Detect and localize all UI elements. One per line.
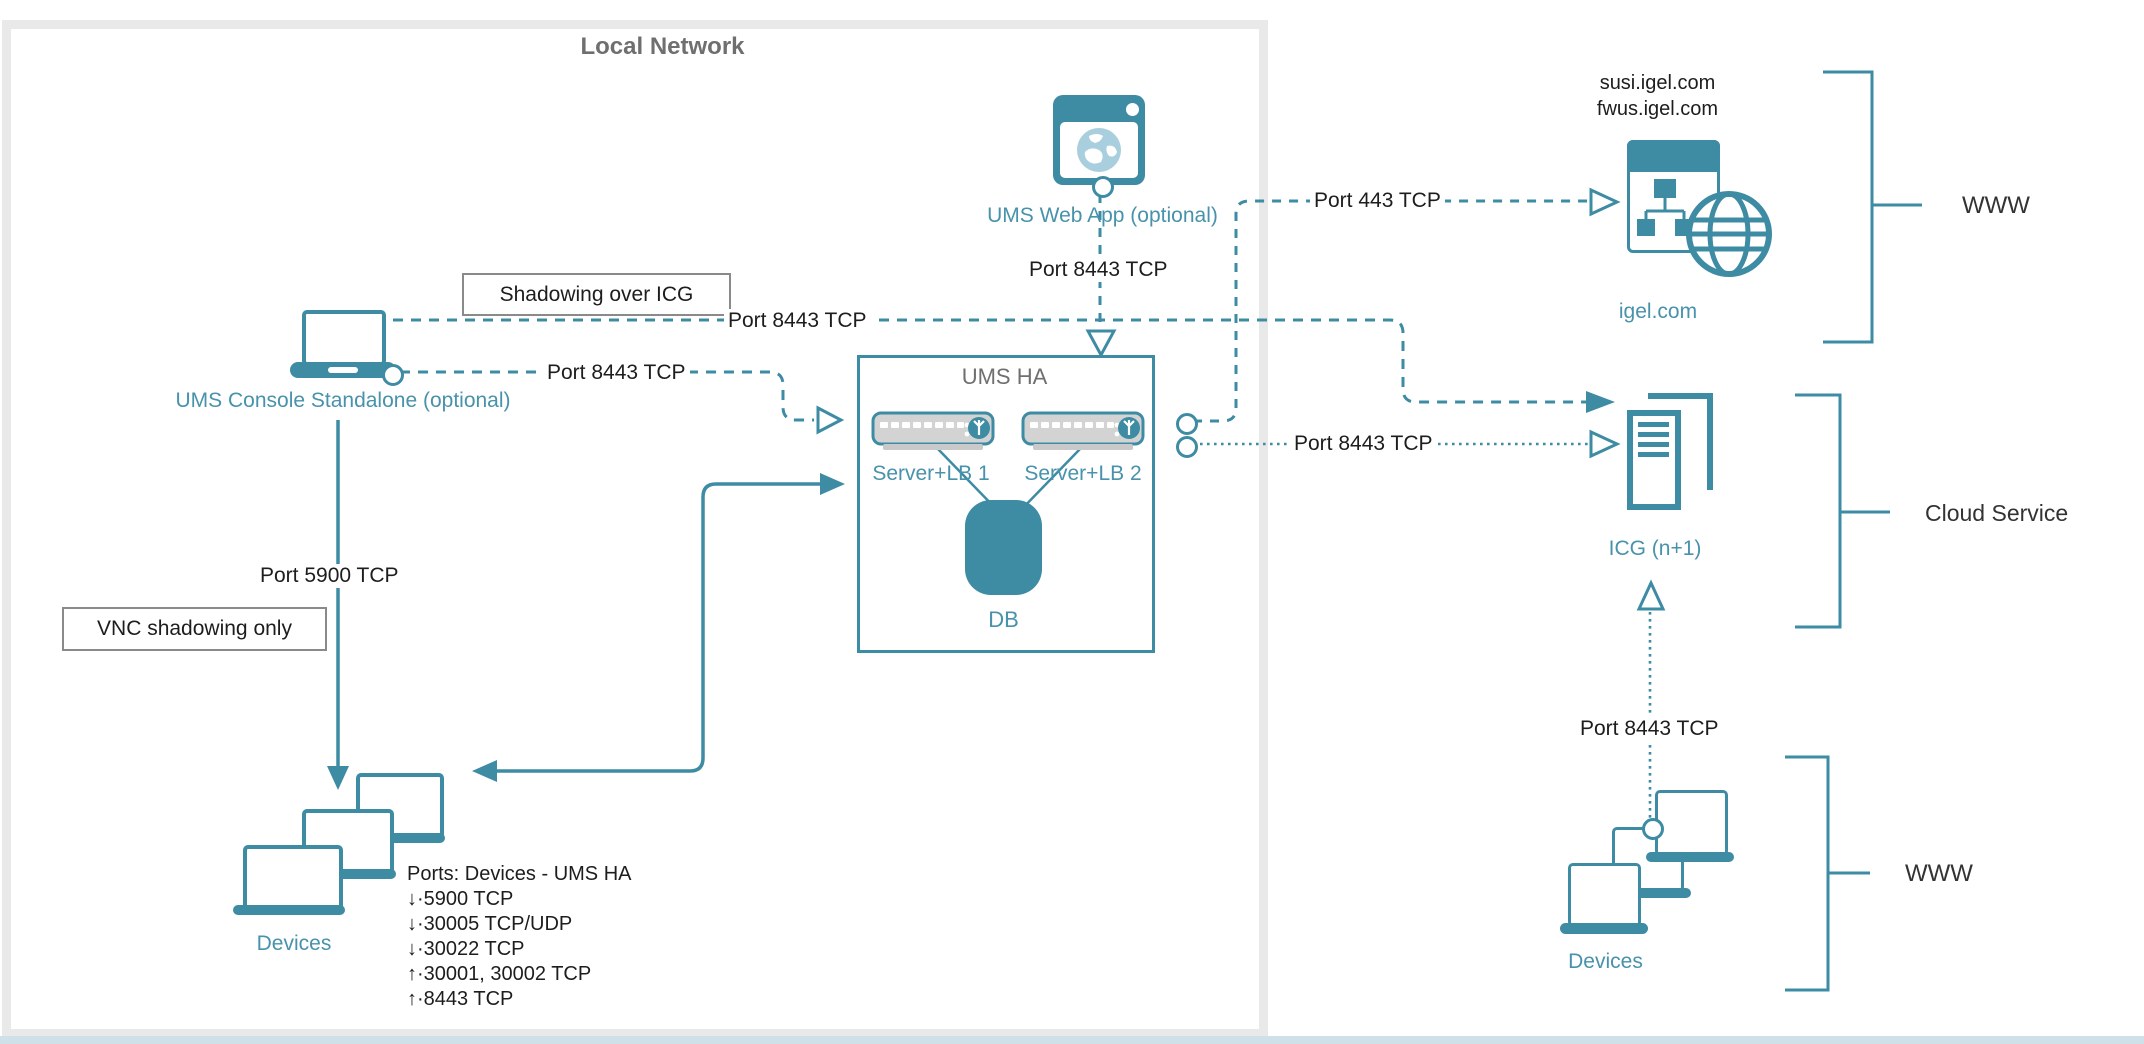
ports-list-item: ↓·30005 TCP/UDP [407,913,573,935]
callout-vnc-shadowing-only: VNC shadowing only [62,607,327,651]
server-lb-2-icon [1021,411,1145,450]
umsha-port-node-1 [1176,413,1198,435]
webapp-port-node [1092,176,1114,198]
bracket-www-top [1823,70,1922,344]
server-lb-1-label: Server+LB 1 [872,462,990,485]
connection-console-umsha [400,370,845,435]
ums-web-app-icon [1053,95,1145,185]
www-top-label: WWW [1962,192,2030,219]
igel-domain-fwus: fwus.igel.com [1596,98,1719,120]
ports-list-item: ↓·30022 TCP [407,938,525,960]
browser-bar [1627,140,1720,172]
icg-icon [1627,393,1713,510]
devices-left-label: Devices [256,932,332,955]
server-lb-2-label: Server+LB 2 [1024,462,1142,485]
connection-devices-umsha [472,473,845,782]
ums-console-label: UMS Console Standalone (optional) [175,389,511,412]
port-label-console-devices: Port 5900 TCP [256,564,403,588]
igel-domain-susi: susi.igel.com [1599,72,1716,94]
sitemap-icon [1637,179,1692,236]
database-label: DB [988,607,1019,632]
connection-umsha-igel [1193,187,1621,423]
callout-shadowing-over-icg: Shadowing over ICG [462,273,731,316]
igel-domains: susi.igel.com fwus.igel.com [1555,70,1760,122]
local-network-title: Local Network [580,33,745,60]
port-label-console-icg: Port 8443 TCP [724,309,871,333]
umsha-port-node-2 [1176,436,1198,458]
connection-console-devices [327,420,349,790]
server-lb-1-icon [871,411,995,450]
www-bottom-label: WWW [1905,860,1973,887]
console-port-node [382,364,404,386]
connection-webapp-umsha [1085,194,1117,359]
devices-right-port-node [1642,818,1664,840]
port-label-devices-icg: Port 8443 TCP [1576,717,1723,741]
connection-console-icg [393,318,1615,413]
database-icon [965,500,1042,595]
port-label-console-ums: Port 8443 TCP [543,361,690,385]
local-network-frame [2,20,1268,1038]
ports-list-item: ↑·8443 TCP [407,988,514,1010]
ports-list: Ports: Devices - UMS HA ↓·5900 TCP ↓·300… [407,862,631,1012]
globe-outline-icon [1686,191,1772,277]
bracket-www-bottom [1785,755,1870,992]
ports-list-item: ↑·30001, 30002 TCP [407,963,592,985]
devices-right-label: Devices [1568,950,1643,973]
connection-devices-icg [1636,579,1666,818]
igel-com-label: igel.com [1618,300,1698,323]
browser-dot [1126,103,1139,116]
globe-icon [1077,128,1121,172]
ums-console-laptop-icon [290,310,398,382]
ports-list-item: ↓·5900 TCP [407,888,514,910]
port-label-ums-igel: Port 443 TCP [1310,189,1445,213]
bracket-cloud-service [1795,393,1890,629]
port-label-webapp-ums: Port 8443 TCP [1025,258,1172,282]
port-label-ums-icg: Port 8443 TCP [1290,432,1437,456]
ums-web-app-label: UMS Web App (optional) [987,204,1218,227]
bottom-edge-strip [0,1036,2144,1044]
ums-ha-title: UMS HA [961,364,1048,389]
igel-com-icon [1627,140,1720,253]
ports-list-title: Ports: Devices - UMS HA [407,863,632,885]
cloud-service-label: Cloud Service [1925,500,2069,526]
ums-ha-box [857,355,1155,653]
icg-label: ICG (n+1) [1608,537,1702,560]
